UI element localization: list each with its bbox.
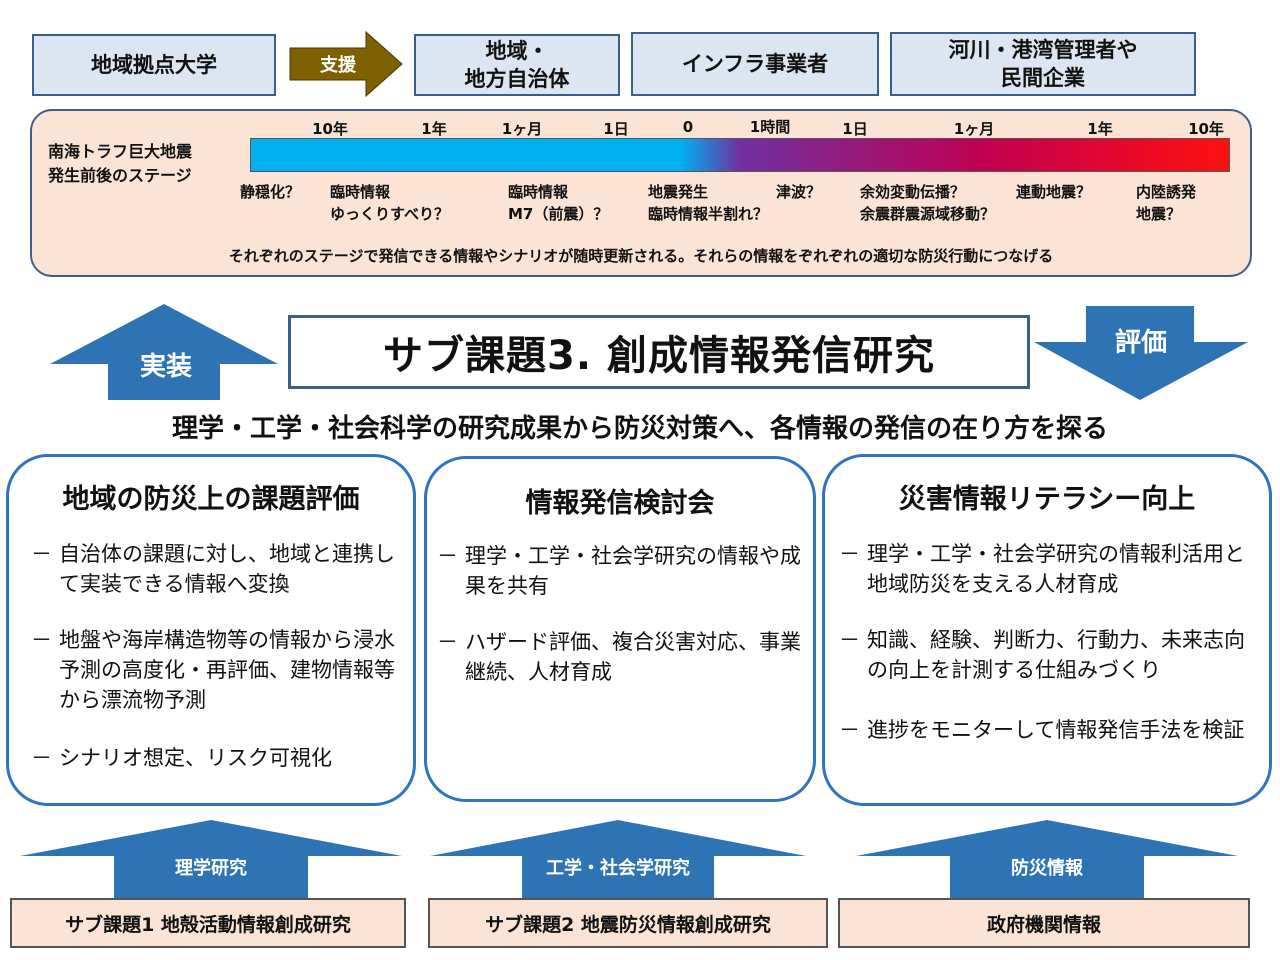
dash-bullet: －: [31, 746, 52, 770]
dash-bullet: －: [839, 628, 860, 652]
dash-bullet: －: [839, 542, 860, 566]
tick-label: 0: [682, 118, 694, 136]
list-item: －自治体の課題に対し、地域と連携して実装できる情報へ変換: [31, 539, 407, 599]
support-arrow-label: 支援: [320, 55, 356, 76]
dash-bullet: －: [31, 628, 52, 652]
tick-label: 1日: [603, 120, 629, 138]
event-label: 余効変動伝播？ 余震群震源域移動？: [860, 183, 996, 223]
org-box-regional-university: 地域拠点大学: [32, 34, 276, 96]
timeline-gradient-bar: [250, 138, 1230, 172]
arrow-label: 理学研究: [175, 858, 247, 879]
subtask2-box: サブ課題2 地震防災情報創成研究: [428, 898, 828, 948]
timeline-note: それぞれのステージで発信できる情報やシナリオが随時更新される。それらの情報をぞれ…: [228, 247, 1054, 265]
event-label: 内陸誘発 地震？: [1136, 183, 1197, 223]
event-label: 津波？: [776, 183, 822, 201]
event-label: 地震発生 臨時情報半割れ？: [648, 183, 769, 223]
tick-label: 1年: [421, 120, 447, 138]
dash-bullet: －: [437, 544, 458, 568]
tick-label: 10年: [312, 120, 348, 138]
list-item: －地盤や海岸構造物等の情報から浸水予測の高度化・再評価、建物情報等から漂流物予測: [31, 625, 407, 715]
card-title: 情報発信検討会: [525, 488, 715, 519]
tick-label: 1日: [842, 120, 868, 138]
dash-bullet: －: [31, 542, 52, 566]
org-box-local-government: 地域・ 地方自治体: [414, 34, 620, 96]
arrow-label: 防災情報: [1011, 858, 1083, 879]
timeline-panel: [30, 109, 1252, 277]
disaster-info-arrow: [856, 820, 1238, 898]
timeline-label: 南海トラフ巨大地震 発生前後のステージ: [48, 142, 193, 185]
implement-arrow: [50, 304, 278, 400]
list-item: －進捗をモニターして情報発信手法を検証: [839, 715, 1263, 745]
list-item: －知識、経験、判断力、行動力、未来志向の向上を計測する仕組みづくり: [839, 625, 1263, 685]
evaluate-arrow: [1034, 306, 1248, 400]
card-title: 地域の防災上の課題評価: [62, 484, 360, 515]
subtask1-box: サブ課題1 地殻活動情報創成研究: [10, 898, 406, 948]
main-title: サブ課題3. 創成情報発信研究: [288, 315, 1030, 389]
evaluate-arrow-label: 評価: [1114, 328, 1167, 358]
list-item: －シナリオ想定、リスク可視化: [31, 743, 407, 773]
dash-bullet: －: [437, 630, 458, 654]
list-item: －ハザード評価、複合災害対応、事業継続、人材育成: [437, 627, 801, 687]
science-research-arrow: [20, 820, 402, 898]
list-item: －理学・工学・社会学研究の情報や成果を共有: [437, 541, 811, 601]
tick-label: 1年: [1087, 120, 1113, 138]
support-arrow: [289, 30, 403, 98]
event-label: 臨時情報 ゆっくりすべり？: [330, 183, 449, 223]
org-box-infrastructure: インフラ事業者: [631, 32, 879, 96]
subtitle: 理学・工学・社会科学の研究成果から防災対策へ、各情報の発信の在り方を探る: [171, 414, 1108, 444]
tick-label: 1ヶ月: [501, 120, 543, 138]
org-box-river-port-private: 河川・港湾管理者や 民間企業: [890, 32, 1196, 96]
card-title: 災害情報リテラシー向上: [898, 484, 1196, 515]
event-label: 静穏化？: [240, 183, 301, 201]
event-label: 連動地震？: [1016, 183, 1092, 201]
tick-label: 1ヶ月: [953, 120, 995, 138]
tick-label: 10年: [1188, 120, 1224, 138]
dash-bullet: －: [839, 718, 860, 742]
list-item: －理学・工学・社会学研究の情報利活用と地域防災を支える人材育成: [839, 539, 1263, 599]
event-label: 臨時情報 M7（前震）？: [508, 183, 609, 223]
arrow-label: 工学・社会学研究: [546, 858, 690, 879]
card-literacy-improvement: 災害情報リテラシー向上 －理学・工学・社会学研究の情報利活用と地域防災を支える人…: [822, 454, 1272, 806]
card-regional-evaluation: 地域の防災上の課題評価 －自治体の課題に対し、地域と連携して実装できる情報へ変換…: [6, 454, 416, 806]
card-information-meeting: 情報発信検討会 －理学・工学・社会学研究の情報や成果を共有 －ハザード評価、複合…: [424, 456, 816, 802]
implement-arrow-label: 実装: [139, 352, 192, 382]
government-info-box: 政府機関情報: [838, 898, 1250, 948]
tick-label: 1時間: [749, 118, 791, 136]
engineering-research-arrow: [430, 820, 806, 898]
